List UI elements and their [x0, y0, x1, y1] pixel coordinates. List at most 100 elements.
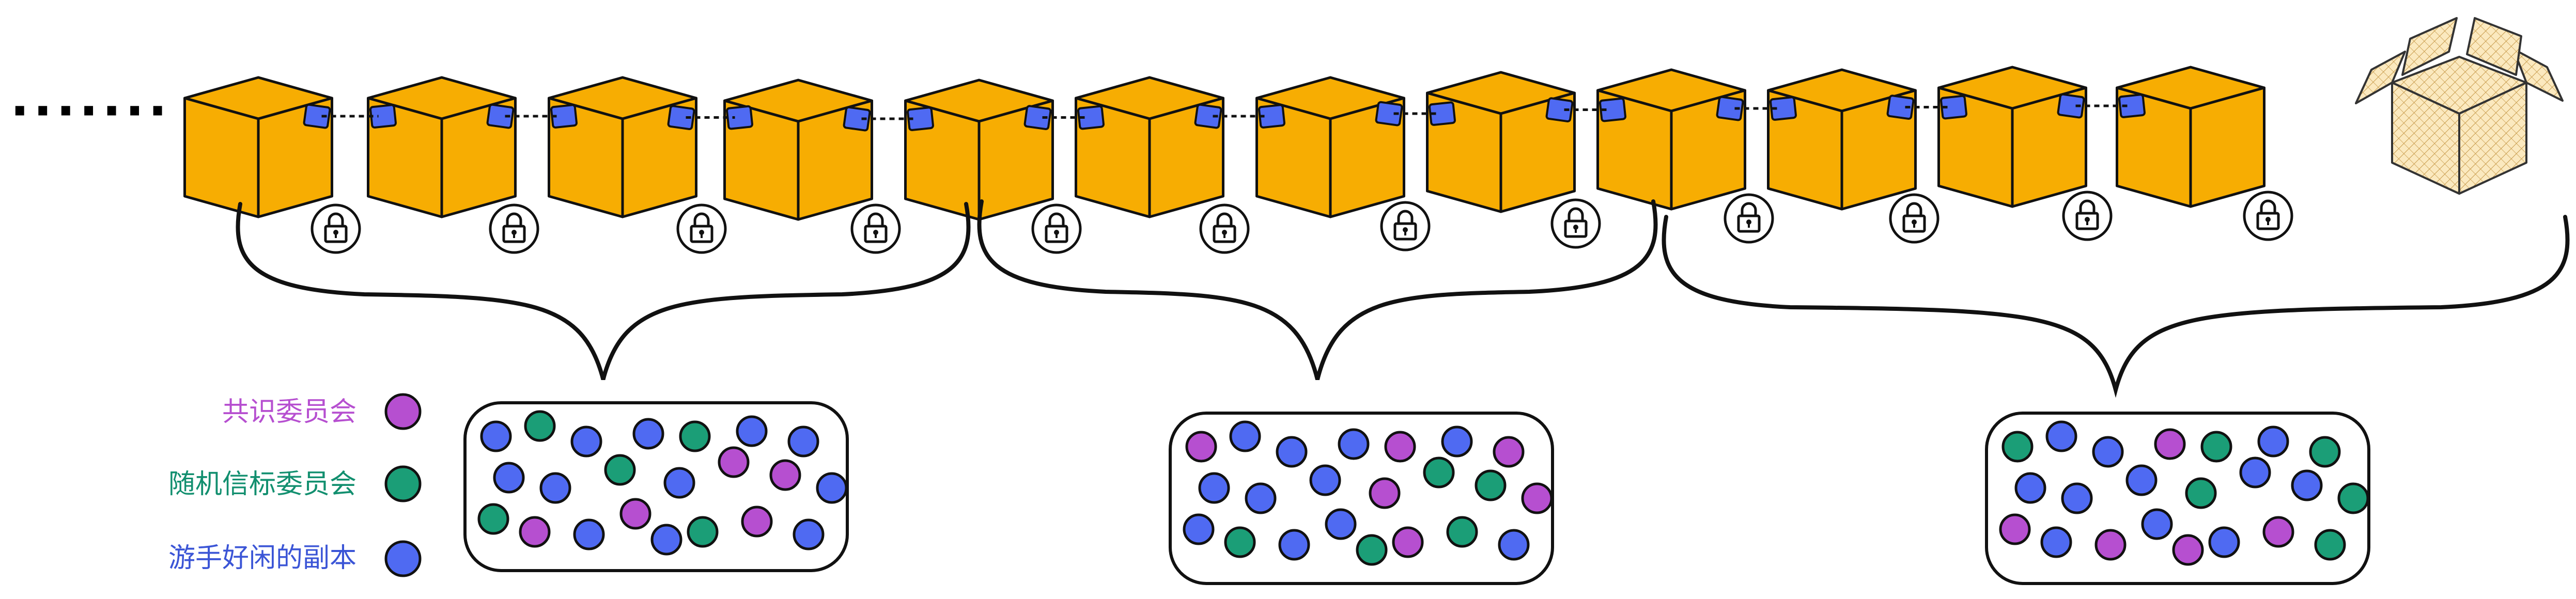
blue-replica-dot — [1325, 508, 1357, 540]
blue-replica-dot — [2125, 464, 2158, 496]
brace-1 — [236, 202, 971, 388]
lock-icon — [1380, 201, 1431, 251]
blue-replica-dot — [1498, 529, 1530, 561]
blue-replica-dot — [570, 425, 602, 458]
chain-link-9 — [1716, 96, 1797, 121]
blue-replica-dot — [493, 462, 525, 494]
green-replica-dot — [1475, 469, 1507, 501]
purple-replica-dot — [1521, 482, 1553, 514]
block-12 — [2116, 66, 2265, 208]
purple-replica-dot — [2172, 534, 2204, 566]
blue-replica-dot — [480, 420, 512, 452]
green-replica-dot — [1446, 516, 1478, 548]
purple-replica-dot — [1369, 477, 1401, 509]
lock-icon — [850, 203, 901, 254]
block-7 — [1255, 76, 1405, 218]
green-replica-dot — [2200, 431, 2232, 463]
chain-ellipsis: ······· — [10, 82, 171, 140]
blue-replica-dot — [1229, 420, 1261, 452]
lock-icon — [1889, 193, 1939, 244]
legend-dot-consensus — [384, 393, 422, 430]
blue-replica-dot — [736, 415, 768, 447]
purple-replica-dot — [1392, 526, 1424, 558]
open-empty-block — [2355, 17, 2564, 195]
group-braces — [236, 199, 2570, 398]
legend-label-consensus: 共识委员会 — [222, 397, 356, 428]
blue-replica-dot — [2045, 420, 2077, 452]
blue-replica-dot — [573, 518, 605, 550]
blue-replica-dot — [632, 418, 664, 450]
green-replica-dot — [679, 420, 711, 452]
chain-link-1 — [303, 103, 397, 129]
block-6 — [1075, 76, 1224, 218]
purple-replica-dot — [1493, 436, 1525, 468]
blue-replica-dot — [1338, 428, 1370, 460]
lock-icon — [676, 203, 727, 254]
block-5 — [904, 78, 1054, 221]
green-replica-dot — [1423, 456, 1455, 488]
blue-replica-dot — [1441, 425, 1473, 458]
blue-replica-dot — [2208, 526, 2240, 558]
chain-link-3 — [667, 105, 753, 130]
blue-replica-dot — [1245, 482, 1277, 514]
blue-replica-dot — [816, 472, 848, 504]
legend-dot-random-beacon — [384, 465, 422, 502]
blue-replica-dot — [1276, 436, 1308, 468]
chain-link-2 — [486, 103, 578, 129]
lock-icon — [311, 203, 361, 254]
chain-link-7 — [1375, 101, 1456, 127]
blue-replica-dot — [1198, 472, 1230, 504]
chain-link-5 — [1023, 105, 1105, 130]
blue-replica-dot — [2061, 482, 2093, 514]
blue-replica-dot — [2141, 508, 2173, 540]
block-8 — [1426, 71, 1576, 213]
purple-replica-dot — [1185, 431, 1217, 463]
chain-link-8 — [1545, 97, 1626, 122]
chain-links — [303, 93, 2146, 132]
legend: 共识委员会 随机信标委员会 游手好闲的副本 — [168, 393, 422, 577]
purple-replica-dot — [741, 506, 773, 538]
purple-replica-dot — [769, 459, 801, 491]
committee-group-2 — [1169, 412, 1554, 585]
blue-replica-dot — [539, 472, 571, 504]
green-replica-dot — [687, 516, 719, 548]
legend-label-idle-replicas: 游手好闲的副本 — [168, 543, 356, 574]
green-replica-dot — [2185, 477, 2217, 509]
lock-icon — [1199, 203, 1250, 254]
block-10 — [1767, 68, 1917, 211]
brace-2 — [977, 199, 1658, 380]
green-replica-dot — [1224, 526, 1256, 558]
blue-replica-dot — [787, 425, 819, 458]
green-replica-dot — [2337, 482, 2369, 514]
lock-icons — [311, 191, 2293, 254]
blue-replica-dot — [1309, 464, 1341, 496]
green-replica-dot — [1356, 534, 1388, 566]
brace-3 — [1662, 215, 2570, 398]
legend-label-random-beacon: 随机信标委员会 — [168, 469, 356, 500]
lock-icon — [489, 203, 539, 254]
blue-replica-dot — [650, 524, 682, 556]
blue-replica-dot — [2291, 469, 2323, 501]
blue-replica-dot — [2257, 425, 2289, 458]
committee-group-1 — [463, 401, 849, 572]
committee-groups — [463, 401, 2370, 585]
chain-link-11 — [2057, 93, 2146, 119]
purple-replica-dot — [2154, 428, 2186, 460]
legend-dot-idle-replicas — [384, 540, 422, 577]
green-replica-dot — [2314, 529, 2346, 561]
committee-group-3 — [1985, 412, 2370, 585]
block-11 — [1937, 66, 2087, 208]
blue-replica-dot — [2092, 436, 2124, 468]
green-replica-dot — [2001, 431, 2034, 463]
chain-link-10 — [1886, 94, 1967, 120]
lock-icon — [1724, 193, 1774, 244]
block-3 — [548, 76, 697, 218]
blue-replica-dot — [2040, 526, 2072, 558]
lock-icon — [1031, 203, 1082, 254]
blue-replica-dot — [1278, 529, 1310, 561]
lock-icon — [2243, 191, 2293, 241]
lock-icon — [1550, 198, 1601, 249]
green-replica-dot — [524, 410, 556, 442]
block-2 — [367, 76, 517, 218]
